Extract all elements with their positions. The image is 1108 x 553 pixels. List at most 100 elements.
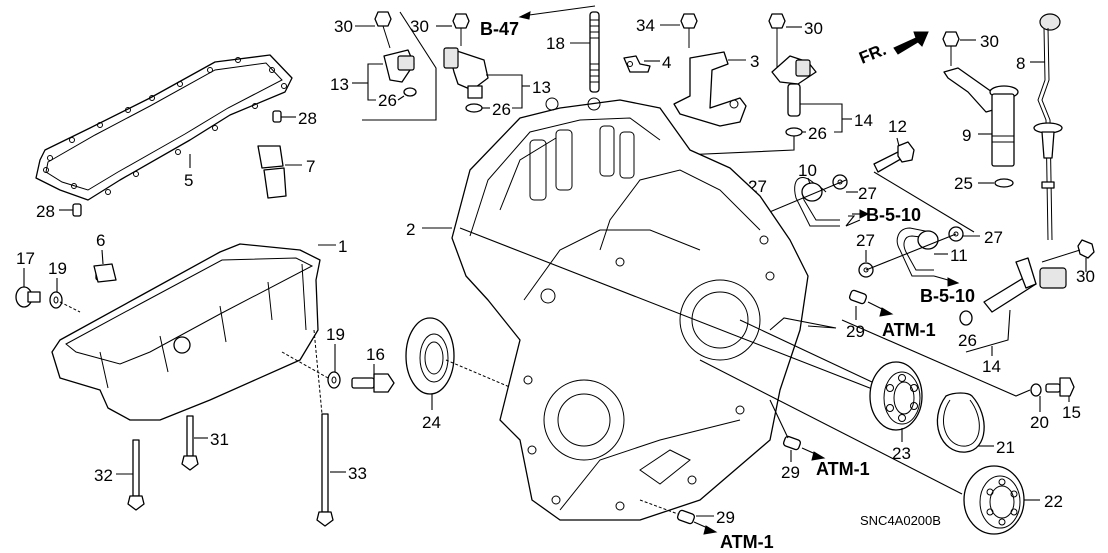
callout-1: 1	[338, 237, 347, 256]
callout-14-upper: 14	[854, 111, 873, 130]
callout-10: 10	[798, 161, 817, 180]
callout-27-d: 27	[856, 231, 875, 250]
snap-ring-21[interactable]	[936, 392, 985, 453]
callout-28-lower: 28	[36, 202, 55, 221]
callout-22: 22	[1044, 492, 1063, 511]
callout-30-b: 30	[410, 17, 429, 36]
bolt-30-sensor14-lower[interactable]	[1041, 239, 1095, 263]
bolt-15[interactable]	[1045, 377, 1075, 397]
ball-bearing-22[interactable]	[963, 465, 1025, 535]
callout-6: 6	[96, 231, 105, 250]
dowel-pin-29-bottom[interactable]	[676, 509, 696, 525]
washer-19-left[interactable]	[49, 291, 63, 309]
bolt-31[interactable]	[181, 415, 199, 471]
callout-26-a: 26	[378, 91, 397, 110]
callout-30-d: 30	[980, 32, 999, 51]
callout-9: 9	[962, 126, 971, 145]
callout-3: 3	[750, 52, 759, 71]
callout-5: 5	[184, 171, 193, 190]
speed-sensor-14-lower[interactable]	[983, 257, 1067, 313]
oil-pan-1[interactable]	[51, 243, 321, 421]
dowel-pin-lower[interactable]	[72, 203, 82, 217]
callout-13-left: 13	[330, 75, 349, 94]
callout-17: 17	[16, 249, 35, 268]
callout-19-left: 19	[48, 259, 67, 278]
callout-26-b: 26	[492, 100, 511, 119]
front-direction-indicator: FR.	[856, 31, 929, 68]
stud-18[interactable]	[589, 11, 600, 93]
harness-clamp-4[interactable]	[623, 55, 651, 73]
dipstick-tube-9[interactable]	[943, 67, 1019, 167]
bolt-12[interactable]	[873, 141, 915, 173]
callout-8: 8	[1016, 54, 1025, 73]
bolt-32[interactable]	[127, 439, 145, 511]
callout-18: 18	[546, 34, 565, 53]
bracket-3[interactable]	[673, 51, 747, 127]
sensor-13-left[interactable]	[383, 49, 417, 97]
callout-30-c: 30	[804, 19, 823, 38]
bolt-33[interactable]	[313, 329, 334, 527]
dipstick-8[interactable]	[1033, 13, 1063, 241]
callout-25: 25	[954, 174, 973, 193]
washer-19-right[interactable]	[327, 371, 341, 389]
transmission-housing-2[interactable]	[451, 97, 809, 521]
bolt-34[interactable]	[680, 13, 698, 48]
callout-12: 12	[888, 117, 907, 136]
callout-2: 2	[406, 220, 415, 239]
callout-29-bottom: 29	[716, 508, 735, 527]
dowel-pin-upper[interactable]	[272, 110, 282, 123]
dowel-pin-29-right[interactable]	[848, 289, 868, 305]
roller-bearing-23[interactable]	[869, 361, 923, 431]
o-ring-26-lower[interactable]	[959, 310, 973, 326]
magnet-6[interactable]	[93, 263, 117, 283]
oil-strainer[interactable]	[257, 145, 287, 199]
callout-24: 24	[422, 413, 441, 432]
o-ring-25[interactable]	[994, 178, 1014, 188]
callout-31: 31	[210, 430, 229, 449]
callout-16: 16	[366, 345, 385, 364]
callout-13-center: 13	[532, 78, 551, 97]
callout-30-a: 30	[334, 17, 353, 36]
callout-15: 15	[1062, 403, 1081, 422]
callout-26-d: 26	[958, 331, 977, 350]
front-label: FR.	[856, 40, 889, 68]
callout-33: 33	[348, 464, 367, 483]
drain-plug-17[interactable]	[15, 286, 41, 308]
callout-20: 20	[1030, 413, 1049, 432]
sensor-13-center[interactable]	[443, 47, 489, 113]
bolt-30-sensor13-center[interactable]	[452, 13, 470, 46]
callout-14-lower: 14	[982, 357, 1001, 376]
front-arrow-icon	[893, 31, 929, 55]
ref-atm1-right[interactable]: ATM-1	[882, 320, 936, 340]
callout-4: 4	[662, 53, 671, 72]
callout-26-c: 26	[808, 124, 827, 143]
ref-b510-lower[interactable]: B-5-10	[920, 286, 975, 306]
gasket-bolt-holes	[43, 57, 287, 195]
callout-7: 7	[306, 157, 315, 176]
oil-pan-gasket[interactable]	[35, 54, 293, 201]
callout-27-c: 27	[984, 228, 1003, 247]
oil-seal-24[interactable]	[405, 317, 455, 395]
bolt-30-sensor13-left[interactable]	[374, 11, 392, 49]
oil-pipe-11[interactable]	[896, 227, 939, 277]
callout-29-middle: 29	[781, 463, 800, 482]
bolt-16[interactable]	[351, 373, 395, 393]
inset-frame	[362, 11, 437, 121]
speed-sensor-14-upper[interactable]	[771, 55, 817, 137]
callout-34: 34	[636, 16, 655, 35]
bolt-30-sensor14-upper[interactable]	[768, 13, 786, 72]
ref-atm1-bottom[interactable]: ATM-1	[720, 532, 774, 552]
callout-19-right: 19	[326, 325, 345, 344]
callout-11: 11	[950, 246, 968, 265]
callout-29-right: 29	[846, 322, 865, 341]
washer-20[interactable]	[1030, 383, 1042, 397]
callout-27-b: 27	[858, 184, 877, 203]
ref-atm1-middle[interactable]: ATM-1	[816, 459, 870, 479]
bolt-30-filler-tube[interactable]	[942, 31, 960, 66]
callout-23: 23	[892, 444, 911, 463]
callout-21: 21	[996, 438, 1015, 457]
ref-b510-upper[interactable]: B-5-10	[866, 205, 921, 225]
ref-b47[interactable]: B-47	[480, 19, 519, 39]
dowel-pin-29-middle[interactable]	[782, 435, 802, 451]
